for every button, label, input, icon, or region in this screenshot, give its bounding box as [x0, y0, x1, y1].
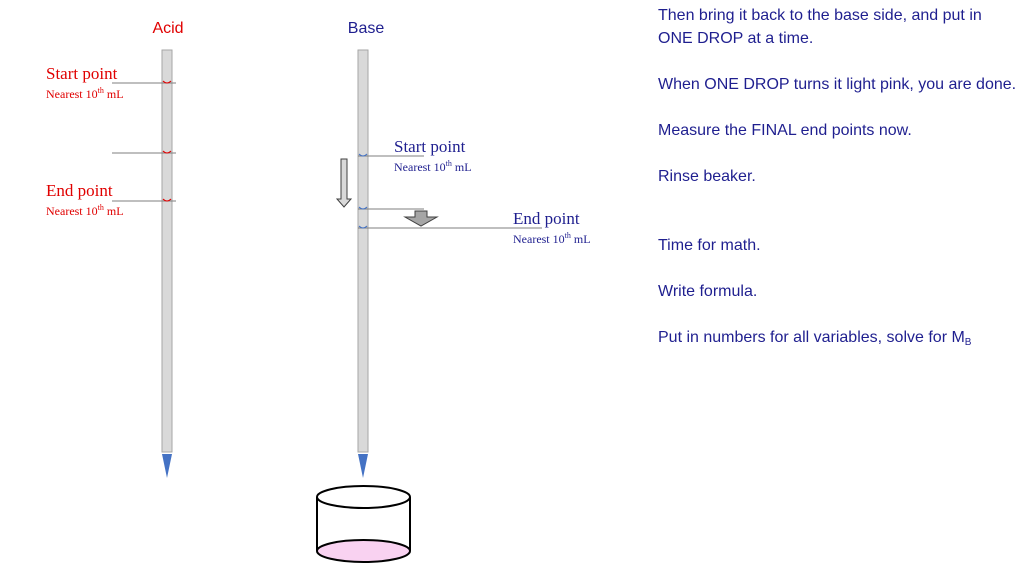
base-end-label: End point [513, 209, 580, 228]
acid-end-sub-suffix: mL [104, 204, 124, 218]
base-burette-tip [358, 454, 368, 478]
acid-burette [112, 49, 176, 478]
acid-start-meniscus [162, 80, 172, 84]
instruction-notes: Then bring it back to the base side, and… [658, 4, 1020, 354]
beaker [316, 485, 411, 563]
base-end-meniscus [358, 225, 368, 229]
note-write-formula: Write formula. [658, 283, 758, 300]
base-end-sub-prefix: Nearest 10 [513, 232, 565, 246]
note-solve-text: Put in numbers for all variables, solve … [658, 329, 965, 346]
down-block-arrow-icon [403, 210, 439, 227]
acid-end-sub-prefix: Nearest 10 [46, 204, 98, 218]
acid-end-sub: Nearest 10th mL [46, 203, 124, 218]
base-start-sub-sup: th [446, 159, 452, 168]
note-time-for-math: Time for math. [658, 237, 761, 254]
note-solve: Put in numbers for all variables, solve … [658, 326, 1020, 354]
beaker-liquid [316, 539, 411, 563]
note-measure-final: Measure the FINAL end points now. [658, 122, 912, 139]
base-start-sub-suffix: mL [452, 160, 472, 174]
acid-start-sub-sup: th [98, 86, 104, 95]
acid-burette-tube [161, 49, 173, 453]
acid-burette-tip [162, 454, 172, 478]
acid-start-sub-prefix: Nearest 10 [46, 87, 98, 101]
note-rinse: Rinse beaker. [658, 168, 756, 185]
acid-mid-meniscus [162, 150, 172, 154]
base-start-sub: Nearest 10th mL [394, 159, 472, 174]
base-burette-tube [357, 49, 369, 453]
base-start-meniscus [358, 153, 368, 157]
note-light-pink: When ONE DROP turns it light pink, you a… [658, 76, 1017, 93]
acid-start-label: Start point [46, 64, 118, 83]
base-mid-meniscus [358, 206, 368, 210]
acid-start-sub: Nearest 10th mL [46, 86, 124, 101]
base-burette [357, 49, 542, 478]
base-start-sub-prefix: Nearest 10 [394, 160, 446, 174]
base-start-label: Start point [394, 137, 466, 156]
down-arrow-icon [335, 158, 353, 208]
beaker-rim [316, 485, 411, 509]
base-end-sub: Nearest 10th mL [513, 231, 591, 246]
note-bring-back: Then bring it back to the base side, and… [658, 7, 982, 47]
base-end-sub-sup: th [565, 231, 571, 240]
note-solve-subscript: B [964, 337, 972, 348]
acid-start-sub-suffix: mL [104, 87, 124, 101]
acid-end-meniscus [162, 198, 172, 202]
base-title: Base [348, 20, 385, 37]
acid-title: Acid [152, 20, 183, 37]
acid-end-label: End point [46, 181, 113, 200]
base-end-sub-suffix: mL [571, 232, 591, 246]
acid-end-sub-sup: th [98, 203, 104, 212]
